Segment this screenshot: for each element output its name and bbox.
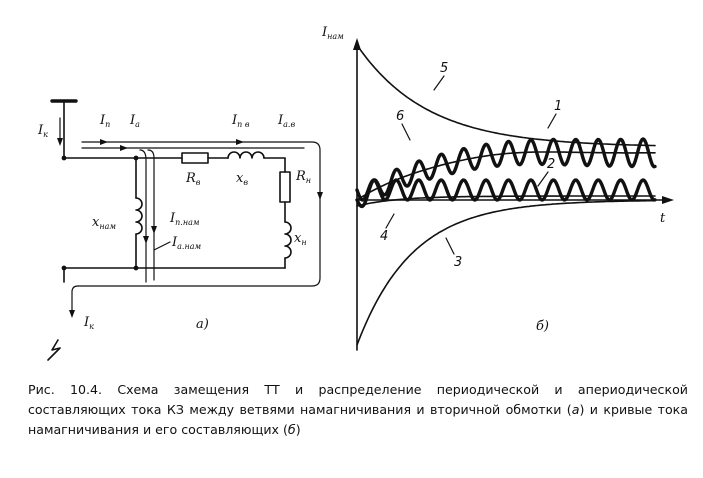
ipnam-label: Iп.нам xyxy=(169,211,200,227)
ik-input-arrowhead xyxy=(57,138,63,146)
caption-text-3: ) xyxy=(295,422,301,437)
node-bottom-left xyxy=(61,265,67,271)
x-axis-arrowhead xyxy=(662,196,674,204)
rn-resistor xyxy=(279,171,291,203)
current-path-ip-secondary xyxy=(77,141,321,287)
fault-lightning-symbol xyxy=(47,339,61,361)
curve-5 xyxy=(356,44,656,147)
mag-down-arrowhead-2 xyxy=(143,236,149,244)
caption-ref-b: б xyxy=(287,422,296,437)
curve-label-2: 2 xyxy=(547,157,555,172)
ianam-label: Iа.нам xyxy=(171,235,201,251)
equivalent-circuit: Iк Iп Iа Iп в Iа.в Rв xв Rн xн xнам Iп.н… xyxy=(37,99,323,361)
plot-panel-label: б) xyxy=(536,319,549,334)
curve-label-1: 1 xyxy=(554,99,562,114)
xnam-inductor xyxy=(135,197,143,235)
curve-4 xyxy=(356,195,656,207)
curve-label-3: 3 xyxy=(454,255,462,270)
curve-1 xyxy=(355,137,657,209)
node-top-left xyxy=(61,155,67,161)
ia-arrowhead xyxy=(120,145,128,151)
curve-label-5: 5 xyxy=(440,61,448,76)
ipv-arrowhead xyxy=(236,139,244,145)
caption-prefix: Рис. 10.4. xyxy=(28,382,103,397)
xnam-label: xнам xyxy=(92,215,116,231)
rn-label: Rн xyxy=(295,169,311,185)
ik-output-label: Iк xyxy=(83,315,94,331)
caption-ref-a: а xyxy=(571,402,580,417)
node-bottom-mag xyxy=(133,265,139,271)
mag-down-arrowhead xyxy=(151,226,157,234)
current-path-ianam xyxy=(139,149,147,283)
xv-label: xв xyxy=(236,171,248,187)
ia-label: Iа xyxy=(129,113,140,129)
curve-6 xyxy=(356,151,656,201)
curve-leader-6 xyxy=(401,123,411,141)
node-top-mag xyxy=(133,155,139,161)
ipv-label: Iп в xyxy=(231,113,250,129)
ianam-leader xyxy=(153,241,171,251)
magnetizing-current-plot: Iнам t 5 1 6 2 4 3 б) xyxy=(321,25,674,351)
ik-output-arrowhead xyxy=(69,310,75,318)
figure-caption: Рис. 10.4. Схема замещения ТТ и распреде… xyxy=(28,380,688,440)
y-axis-label: Iнам xyxy=(321,25,344,41)
xv-inductor xyxy=(227,151,265,159)
ip-arrowhead xyxy=(100,139,108,145)
xn-label: xн xyxy=(294,231,307,247)
ip-label: Iп xyxy=(99,113,110,129)
rn-down-arrowhead xyxy=(317,192,323,200)
curve-leader-1 xyxy=(547,113,557,129)
curve-3 xyxy=(356,199,656,346)
curve-leader-2 xyxy=(537,171,549,187)
curve-label-6: 6 xyxy=(396,109,404,124)
curve-leader-5 xyxy=(433,75,445,91)
ik-input-label: Iк xyxy=(37,123,48,139)
iav-label: Iа.в xyxy=(277,113,295,129)
circuit-panel-label: а) xyxy=(196,317,209,332)
curve-leader-4 xyxy=(385,213,395,229)
rv-resistor xyxy=(181,152,209,164)
curve-leader-3 xyxy=(445,237,455,255)
caption-text-1: Схема замещения ТТ и распределение перио… xyxy=(28,382,688,417)
curve-label-4: 4 xyxy=(380,229,388,244)
xn-inductor xyxy=(284,221,292,259)
rv-label: Rв xyxy=(185,171,201,187)
caption-text-2: ) и кривые тока намагничивания и его сос… xyxy=(28,402,689,437)
figure: Iк Iп Iа Iп в Iа.в Rв xв Rн xн xнам Iп.н… xyxy=(37,25,674,361)
current-path-ipnam xyxy=(147,149,155,281)
output-lead xyxy=(71,285,79,315)
x-axis-label: t xyxy=(660,211,666,226)
